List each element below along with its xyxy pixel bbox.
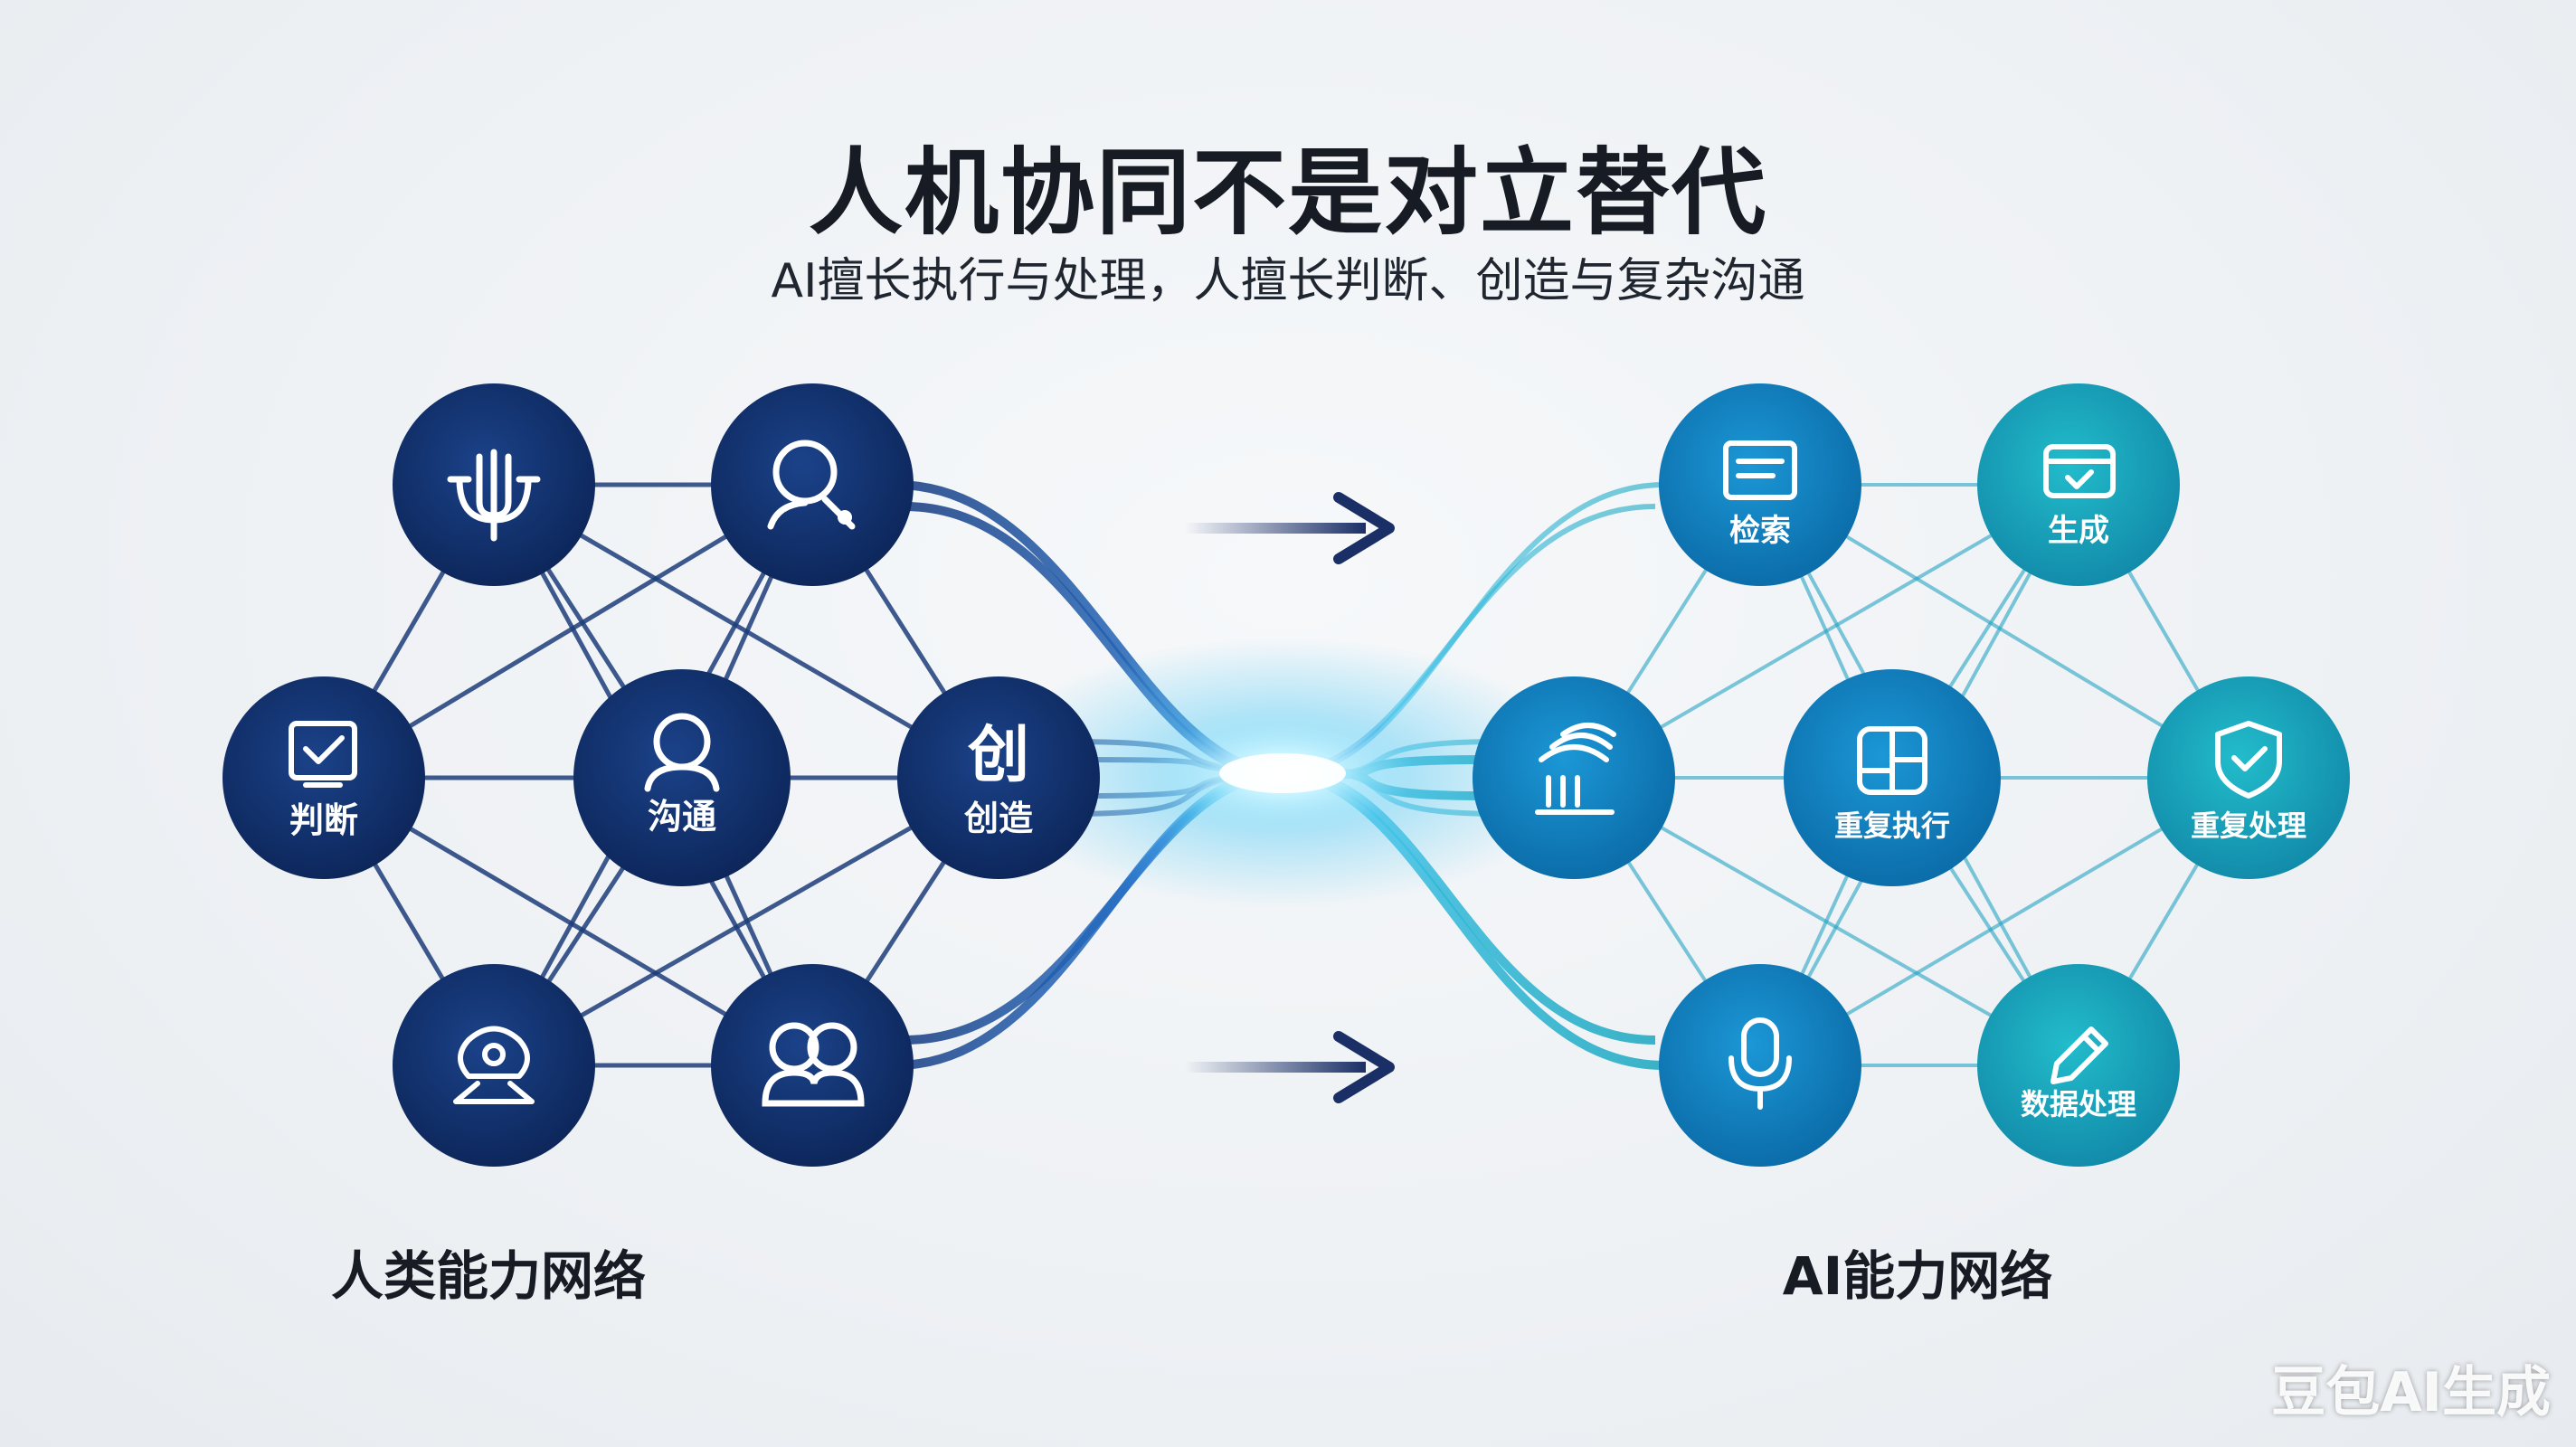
group-icon — [762, 1022, 865, 1107]
microphone-icon — [1728, 1017, 1792, 1110]
search-person-icon — [767, 440, 856, 530]
shield-check-icon — [2215, 721, 2282, 799]
human-node-communication: 沟通 — [573, 669, 791, 886]
pencil-icon — [2050, 1026, 2108, 1084]
brain-idea-icon — [453, 1026, 535, 1104]
ai-network-label: AI能力网络 — [1782, 1245, 2053, 1307]
node-label: 生成 — [2048, 513, 2109, 549]
human-node-team — [711, 964, 914, 1167]
human-node-voice — [393, 383, 595, 586]
watermark: 豆包AI生成 — [2271, 1361, 2551, 1424]
node-label: 创造 — [964, 799, 1033, 838]
ai-node-repeat-process: 重复处理 — [2147, 676, 2350, 879]
human-node-idea — [393, 964, 595, 1167]
node-label: 重复执行 — [1834, 809, 1950, 843]
ai-node-generation: 生成 — [1977, 383, 2180, 586]
arrow-right-icon — [1185, 1031, 1395, 1103]
checklist-icon — [289, 721, 357, 788]
folder-check-icon — [2043, 444, 2116, 498]
grid-layout-icon — [1857, 726, 1927, 795]
arrow-right-icon — [1185, 492, 1395, 564]
node-label: 沟通 — [648, 797, 716, 837]
create-glyph-icon: 创 — [967, 720, 1029, 791]
human-node-search — [711, 383, 914, 586]
center-glow-core — [1219, 753, 1346, 793]
node-label: 重复处理 — [2191, 809, 2306, 843]
ai-node-repeat-exec: 重复执行 — [1784, 669, 2001, 886]
human-network-label: 人类能力网络 — [330, 1245, 646, 1307]
signal-chart-icon — [1535, 723, 1616, 815]
node-label: 判断 — [289, 800, 358, 840]
microphone-wave-icon — [447, 449, 541, 542]
human-node-create: 创 创造 — [897, 676, 1100, 879]
ai-node-signal — [1473, 676, 1675, 879]
ai-node-voice — [1659, 964, 1861, 1167]
page-title: 人机协同不是对立替代 — [808, 137, 1767, 248]
node-label: 检索 — [1729, 513, 1791, 549]
ai-node-data-processing: 数据处理 — [1977, 964, 2180, 1167]
document-icon — [1723, 440, 1797, 500]
ai-node-retrieval: 检索 — [1659, 383, 1861, 586]
node-label: 数据处理 — [2021, 1087, 2136, 1121]
page-subtitle: AI擅长执行与处理，人擅长判断、创造与复杂沟通 — [771, 254, 1805, 308]
person-icon — [644, 713, 720, 792]
human-node-judgement: 判断 — [223, 676, 425, 879]
